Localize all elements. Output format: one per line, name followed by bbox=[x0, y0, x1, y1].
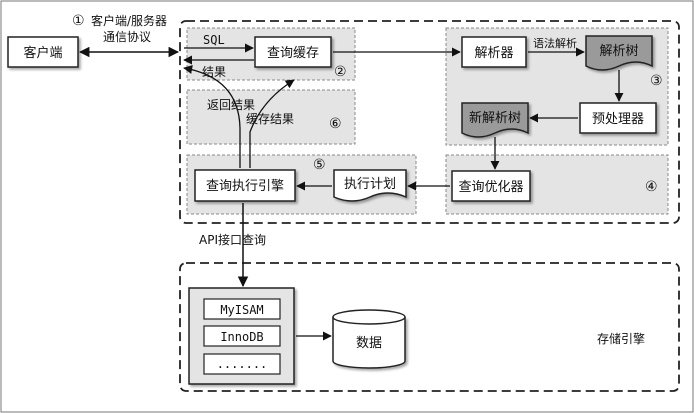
api-query-label: API接口查询 bbox=[199, 232, 266, 247]
return-result-label: 返回结果 bbox=[207, 98, 255, 112]
engine-more-label: ....... bbox=[217, 357, 268, 371]
cache-result-label: 缓存结果 bbox=[246, 112, 294, 126]
engine-innodb-label: InnoDB bbox=[220, 330, 263, 344]
storage-layer-boundary bbox=[179, 262, 680, 392]
syntax-parse-label: 语法解析 bbox=[533, 36, 577, 50]
engine-myisam-label: MyISAM bbox=[220, 303, 263, 317]
protocol-label-line2: 通信协议 bbox=[103, 29, 151, 44]
parse-tree-label: 解析树 bbox=[599, 44, 638, 59]
optimizer-box: 查询优化器 bbox=[451, 170, 531, 202]
sql-label: SQL bbox=[203, 33, 225, 47]
query-cache-box: 查询缓存 bbox=[254, 36, 332, 68]
engine-myisam-box bbox=[203, 298, 281, 320]
execution-engine-label: 查询执行引擎 bbox=[206, 179, 284, 194]
preprocessor-box: 预处理器 bbox=[579, 102, 657, 134]
parser-box: 解析器 bbox=[461, 36, 527, 68]
return-result-arrow bbox=[183, 64, 241, 168]
query-cache-label: 查询缓存 bbox=[267, 46, 319, 61]
optimizer-label: 查询优化器 bbox=[458, 180, 523, 195]
protocol-number: ① bbox=[72, 13, 85, 29]
parse-tree-doc: 解析树 bbox=[585, 35, 653, 71]
parser-label: 解析器 bbox=[474, 46, 513, 61]
step6-marker: ⑥ bbox=[329, 116, 342, 132]
step3-marker: ③ bbox=[650, 73, 663, 89]
execution-plan-doc: 执行计划 bbox=[333, 169, 407, 202]
client-box: 客户端 bbox=[7, 36, 79, 68]
protocol-label-line1: 客户端/服务器 bbox=[91, 13, 167, 28]
client-label: 客户端 bbox=[23, 45, 62, 61]
data-cylinder: 数据 bbox=[332, 309, 406, 369]
execution-engine-box: 查询执行引擎 bbox=[194, 169, 296, 202]
step4-marker: ④ bbox=[645, 179, 658, 195]
data-label: 数据 bbox=[356, 336, 382, 351]
execution-plan-label: 执行计划 bbox=[344, 177, 396, 192]
storage-engine-label: 存储引擎 bbox=[597, 331, 645, 346]
engines-panel: MyISAM InnoDB ....... bbox=[188, 287, 295, 385]
new-parse-tree-label: 新解析树 bbox=[469, 110, 521, 126]
cache-result-arrow bbox=[249, 79, 295, 168]
step2-marker: ② bbox=[334, 64, 347, 80]
step5-marker: ⑤ bbox=[313, 157, 326, 173]
server-layer-boundary bbox=[179, 20, 680, 224]
engine-more-box bbox=[203, 353, 281, 375]
engine-innodb-box bbox=[203, 325, 281, 347]
preprocessor-label: 预处理器 bbox=[592, 112, 644, 127]
new-parse-tree-doc: 新解析树 bbox=[461, 102, 529, 138]
result-label: 结果 bbox=[202, 65, 226, 79]
